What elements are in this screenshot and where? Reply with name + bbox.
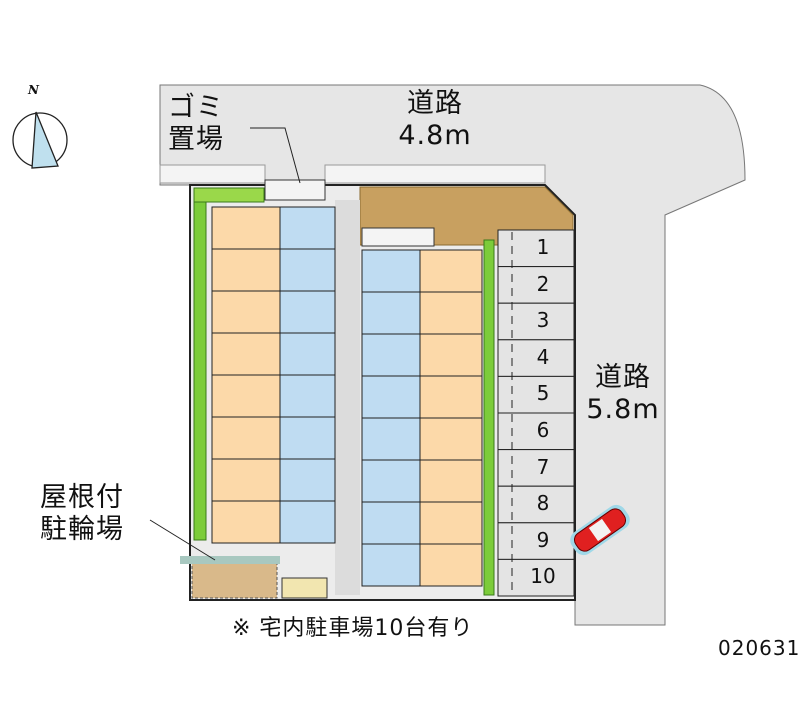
- parking-stall: [497, 558, 575, 597]
- parking-stall-number: 10: [530, 564, 556, 589]
- unit-wet-area: [279, 458, 336, 502]
- bike-line2: 駐輪場: [40, 514, 124, 545]
- road-width: 5.8m: [586, 394, 660, 425]
- parking-stall-number: 1: [536, 235, 550, 259]
- hedge-top: [193, 187, 265, 203]
- unit-room: [211, 332, 281, 376]
- unit-room: [211, 290, 281, 334]
- unit-room: [419, 375, 483, 419]
- parking-stall: [497, 229, 575, 268]
- unit-wet-area: [279, 374, 336, 418]
- parking-stall: [497, 266, 575, 304]
- parking-stall-number: 7: [536, 454, 550, 479]
- unit-room: [211, 500, 281, 544]
- right-road-label: 道路 5.8m: [578, 362, 668, 426]
- property-code: 020631: [718, 636, 800, 660]
- unit-wet-area: [361, 291, 421, 335]
- garbage-leader-line: [250, 127, 301, 184]
- parking-note: ※ 宅内駐車場10台有り: [232, 616, 474, 641]
- unit-room: [419, 333, 483, 377]
- corridor: [335, 200, 360, 595]
- parking-stall: [497, 449, 575, 487]
- parking-stall: [497, 522, 575, 560]
- garbage-label: ゴミ 置場: [168, 92, 224, 156]
- road-width: 4.8m: [398, 120, 472, 151]
- bike-parking: [191, 561, 278, 599]
- parking-stall-number: 9: [536, 527, 550, 552]
- unit-wet-area: [279, 206, 336, 250]
- unit-room: [419, 543, 483, 587]
- unit-wet-area: [361, 333, 421, 377]
- bike-parking-label: 屋根付 駐輪場: [40, 482, 124, 546]
- unit-room: [211, 374, 281, 418]
- stairs: [361, 227, 435, 247]
- garbage-area: [264, 179, 326, 201]
- storage: [281, 577, 328, 599]
- unit-wet-area: [361, 417, 421, 461]
- car-icon: [570, 504, 630, 556]
- compass-icon: [12, 111, 68, 169]
- parking-stall-number: 2: [536, 271, 550, 296]
- unit-room: [419, 291, 483, 335]
- compass-north-label: N: [28, 83, 39, 97]
- parking-stall-number: 5: [536, 381, 550, 406]
- unit-wet-area: [279, 416, 336, 460]
- unit-room: [211, 458, 281, 502]
- road-name: 道路: [407, 88, 463, 119]
- unit-room: [419, 417, 483, 461]
- hedge-left: [193, 189, 207, 541]
- bike-line1: 屋根付: [40, 482, 124, 513]
- unit-wet-area: [279, 290, 336, 334]
- unit-wet-area: [361, 249, 421, 293]
- unit-wet-area: [361, 459, 421, 503]
- parking-stall-number: 8: [536, 491, 550, 516]
- bike-parking-roof: [180, 556, 280, 564]
- garbage-line1: ゴミ: [168, 92, 224, 123]
- garbage-line2: 置場: [168, 124, 224, 155]
- unit-wet-area: [279, 248, 336, 292]
- sidewalk-strip: [324, 164, 546, 184]
- hedge-right: [483, 239, 495, 596]
- unit-wet-area: [361, 501, 421, 545]
- unit-room: [419, 249, 483, 293]
- unit-wet-area: [279, 332, 336, 376]
- parking-stall-number: 6: [536, 418, 550, 442]
- unit-room: [211, 206, 281, 250]
- unit-wet-area: [361, 375, 421, 419]
- unit-room: [211, 416, 281, 460]
- top-road-label: 道路 4.8m: [360, 88, 510, 152]
- sidewalk-strip-left: [159, 164, 266, 184]
- parking-stall-number: 3: [536, 308, 550, 333]
- unit-wet-area: [361, 543, 421, 587]
- parking-stall: [497, 302, 575, 341]
- road-name: 道路: [595, 362, 651, 393]
- unit-room: [419, 501, 483, 545]
- parking-stall: [497, 412, 575, 451]
- parking-stall-number: 4: [536, 344, 550, 369]
- bike-leader-line: [149, 519, 216, 561]
- unit-wet-area: [279, 500, 336, 544]
- unit-room: [419, 459, 483, 503]
- unit-room: [211, 248, 281, 292]
- parking-stall: [497, 485, 575, 524]
